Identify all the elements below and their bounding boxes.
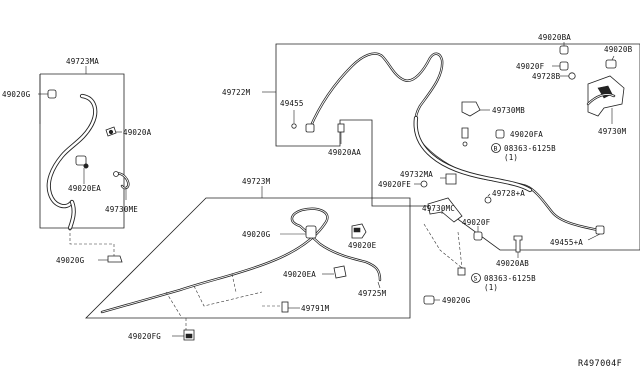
- label-49020F-a: 49020F: [462, 218, 491, 227]
- group-49723MA: 49723MA 49020G 49020A 49020EA 49730ME 49…: [2, 57, 152, 265]
- clamp-49020G-d: [423, 295, 435, 305]
- clamp-49020EA-a: [75, 155, 87, 166]
- label-49020AA: 49020AA: [328, 148, 361, 157]
- bracket-49730MB: [461, 101, 481, 117]
- label-08363-b-qty: (1): [484, 283, 498, 292]
- bolt-49020AA: [337, 123, 345, 133]
- bolt-49791M: [281, 301, 289, 313]
- label-49020G-d: 49020G: [442, 296, 471, 305]
- label-49455-a: 49455: [280, 99, 304, 108]
- label-08363-a-qty: (1): [504, 153, 518, 162]
- label-49725M: 49725M: [358, 289, 387, 298]
- label-49020AB: 49020AB: [496, 259, 529, 268]
- label-49020A: 49020A: [123, 128, 152, 137]
- label-49020G-b: 49020G: [56, 256, 85, 265]
- group-box-49722M: [275, 43, 640, 251]
- label-49730M: 49730M: [598, 127, 627, 136]
- label-08363-a: 08363-6125B: [504, 144, 556, 153]
- label-49723MA: 49723MA: [66, 57, 99, 66]
- label-49020E: 49020E: [348, 241, 377, 250]
- label-49020EA-b: 49020EA: [283, 270, 316, 279]
- bolt-08363-b: [471, 273, 481, 283]
- oring-49455: [291, 123, 297, 129]
- clip-49020EA-b: [333, 265, 347, 279]
- clip-49020F-a: [473, 231, 483, 241]
- clip-49020BA: [559, 45, 569, 55]
- group-49723M: 49723M 49020G 49020E 49020EA 49725M 4979…: [85, 177, 411, 341]
- clip-49020B: [605, 59, 617, 69]
- label-49728B: 49728B: [532, 72, 561, 81]
- group-box-49723M: [85, 197, 411, 319]
- label-49020FA: 49020FA: [510, 130, 543, 139]
- label-49020BA: 49020BA: [538, 33, 571, 42]
- clamp-49020G-c: [305, 225, 317, 239]
- label-49732MA: 49732MA: [400, 170, 433, 179]
- group-49722M: B S 49722M 49455 49020AA 49732MA: [222, 43, 640, 305]
- label-49020G-a: 49020G: [2, 90, 31, 99]
- label-49791M: 49791M: [301, 304, 330, 313]
- bracket-49730MC: [427, 197, 463, 223]
- label-49730MB: 49730MB: [492, 106, 525, 115]
- bolt-49020AB: [513, 235, 523, 253]
- label-49020F-b: 49020F: [516, 62, 545, 71]
- bolt-08363-a-mark: B: [494, 145, 498, 153]
- label-49723M: 49723M: [242, 177, 271, 186]
- label-49020EA-a: 49020EA: [68, 184, 101, 193]
- clamp-49728B: [568, 72, 576, 80]
- nut-49020FE: [420, 180, 428, 188]
- clip-49020F-b: [559, 61, 569, 71]
- label-49728A: 49728+A: [492, 189, 525, 198]
- label-49020B: 49020B: [604, 45, 633, 54]
- bolt-08363-a: [491, 143, 501, 153]
- group-49730M: 49020BA 49020B 49020F 49728B 49730M: [516, 33, 633, 136]
- label-49020FE: 49020FE: [378, 180, 411, 189]
- clip-49020FA: [495, 129, 505, 139]
- label-49722M: 49722M: [222, 88, 251, 97]
- label-08363-b: 08363-6125B: [484, 274, 536, 283]
- bolt-08363-b-mark: S: [474, 275, 478, 283]
- label-49455A: 49455+A: [550, 238, 583, 247]
- clamp-49020G-b: [107, 255, 123, 263]
- label-49730MC: 49730MC: [422, 204, 455, 213]
- reference-code: R497004F: [578, 359, 622, 369]
- clamp-49728A: [484, 196, 492, 204]
- label-49020G-c: 49020G: [242, 230, 271, 239]
- label-49730ME: 49730ME: [105, 205, 138, 214]
- label-49020FG: 49020FG: [128, 332, 161, 341]
- clamp-49732MA: [445, 173, 457, 185]
- clamp-49020G-a: [47, 89, 57, 99]
